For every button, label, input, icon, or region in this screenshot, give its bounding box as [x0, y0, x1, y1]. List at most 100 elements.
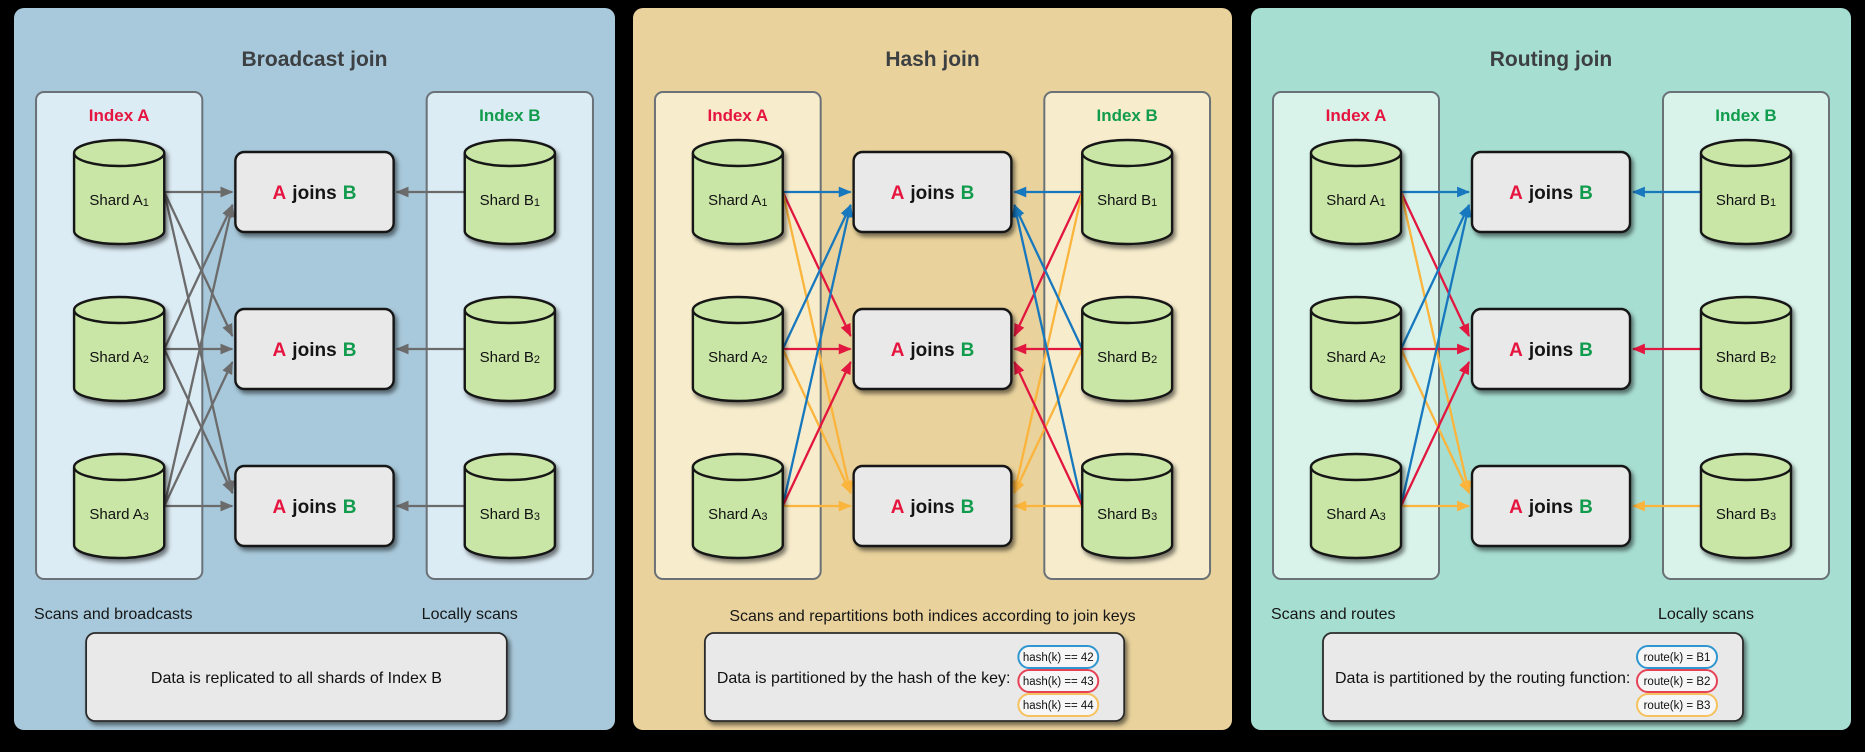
note-pill-2 — [1017, 669, 1100, 693]
arrow-shard-a2-to-join1 — [163, 204, 234, 350]
note-pill-1 — [1017, 645, 1100, 669]
shard-b2-database-icon — [463, 295, 557, 403]
arrow-shard-a3-to-join1 — [163, 203, 236, 507]
note-text: Data is partitioned by the hash of the k… — [717, 670, 1011, 687]
panel-title: Hash join — [885, 48, 979, 71]
arrow-shard-b1-to-join2 — [1013, 191, 1084, 337]
join-box-1 — [234, 150, 395, 234]
shard-a1-database-icon — [1309, 138, 1403, 246]
shard-a1-label: Shard A1 — [708, 192, 767, 209]
caption-center: Scans and repartitions both indices acco… — [729, 608, 1135, 625]
arrow-shard-a2-to-join1 — [781, 204, 852, 350]
shard-b1-label: Shard B1 — [1097, 192, 1157, 209]
shard-a2-label: Shard A2 — [1326, 349, 1386, 366]
shard-b2-database-icon — [1699, 295, 1793, 403]
arrow-shard-a3-to-join1 — [1399, 203, 1472, 507]
shard-a3-database-icon — [1309, 452, 1403, 560]
index-b-title: Index B — [1097, 106, 1158, 125]
shard-b3-label: Shard B3 — [1716, 506, 1776, 523]
arrow-shard-a1-to-join2 — [163, 191, 234, 337]
shard-b1-database-icon — [463, 138, 557, 246]
note-pill-3-label: hash(k) == 44 — [1023, 700, 1094, 712]
index-a-title: Index A — [1326, 106, 1387, 125]
shard-a2-label: Shard A2 — [708, 349, 767, 366]
note-pill-3-label: route(k) = B3 — [1644, 700, 1711, 712]
join-box-1 — [852, 150, 1013, 234]
shard-a2-database-icon — [72, 295, 166, 403]
arrow-shard-a2-to-join3 — [781, 348, 852, 494]
arrow-shard-a2-to-join1 — [1399, 204, 1471, 350]
shard-a3-label: Shard A3 — [708, 506, 767, 523]
shard-a1-label: Shard A1 — [1326, 192, 1386, 209]
caption-left: Scans and broadcasts — [34, 606, 192, 623]
shard-b2-label: Shard B2 — [1097, 349, 1157, 366]
index-a-title: Index A — [708, 106, 769, 125]
join-box-3 — [852, 464, 1013, 548]
note-pill-2 — [1636, 669, 1718, 693]
shard-b1-label: Shard B1 — [1716, 192, 1776, 209]
arrows-layer — [163, 186, 465, 512]
join-box-3 — [1470, 464, 1632, 548]
arrows-layer — [1399, 186, 1701, 512]
join-box-2 — [1470, 307, 1632, 391]
join-box-1 — [1470, 150, 1632, 234]
arrow-shard-a3-to-join2 — [781, 361, 852, 507]
shard-a1-database-icon — [691, 138, 784, 246]
index-b-title: Index B — [479, 106, 540, 125]
note-pill-1-label: route(k) = B1 — [1644, 652, 1711, 664]
arrow-shard-a1-to-join2 — [781, 191, 852, 337]
note-text: Data is replicated to all shards of Inde… — [151, 670, 442, 687]
note-pill-1-label: hash(k) == 42 — [1023, 652, 1094, 664]
panel-title: Routing join — [1490, 48, 1612, 71]
shard-b3-label: Shard B3 — [480, 506, 540, 523]
panel-title: Broadcast join — [242, 48, 388, 71]
arrow-shard-a2-to-join3 — [1399, 348, 1471, 494]
shard-a1-database-icon — [72, 138, 166, 246]
shard-b3-database-icon — [1699, 452, 1793, 560]
arrow-shard-b2-to-join3 — [1013, 348, 1084, 494]
arrow-shard-b2-to-join1 — [1013, 204, 1084, 350]
shard-a2-database-icon — [691, 295, 784, 403]
shard-b2-label: Shard B2 — [1716, 349, 1776, 366]
shard-a3-database-icon — [72, 452, 166, 560]
shard-a3-label: Shard A3 — [89, 506, 149, 523]
caption-left: Scans and routes — [1271, 606, 1396, 623]
shard-b3-label: Shard B3 — [1097, 506, 1157, 523]
shard-b1-database-icon — [1699, 138, 1793, 246]
note-text: Data is partitioned by the routing funct… — [1335, 670, 1630, 687]
arrow-shard-b3-to-join2 — [1013, 361, 1084, 507]
shard-b2-label: Shard B2 — [480, 349, 540, 366]
arrow-shard-a1-to-join2 — [1399, 191, 1471, 337]
arrows-layer — [781, 186, 1084, 512]
shard-a3-database-icon — [691, 452, 784, 560]
index-b-title: Index B — [1715, 106, 1776, 125]
join-box-2 — [234, 307, 395, 391]
caption-right: Locally scans — [422, 606, 518, 623]
index-a-title: Index A — [89, 106, 150, 125]
arrow-shard-b1-to-join3 — [1011, 191, 1084, 495]
note-pill-2-label: hash(k) == 43 — [1023, 676, 1094, 688]
note-pill-3 — [1017, 693, 1100, 717]
arrow-shard-a3-to-join2 — [1399, 361, 1471, 507]
arrow-shard-a1-to-join3 — [781, 191, 854, 495]
shard-b3-database-icon — [463, 452, 557, 560]
arrow-shard-a2-to-join3 — [163, 348, 234, 494]
note-pill-1 — [1636, 645, 1718, 669]
shard-b1-label: Shard B1 — [480, 192, 540, 209]
shard-a1-label: Shard A1 — [89, 192, 149, 209]
shard-b2-database-icon — [1081, 295, 1174, 403]
shard-a2-label: Shard A2 — [89, 349, 149, 366]
